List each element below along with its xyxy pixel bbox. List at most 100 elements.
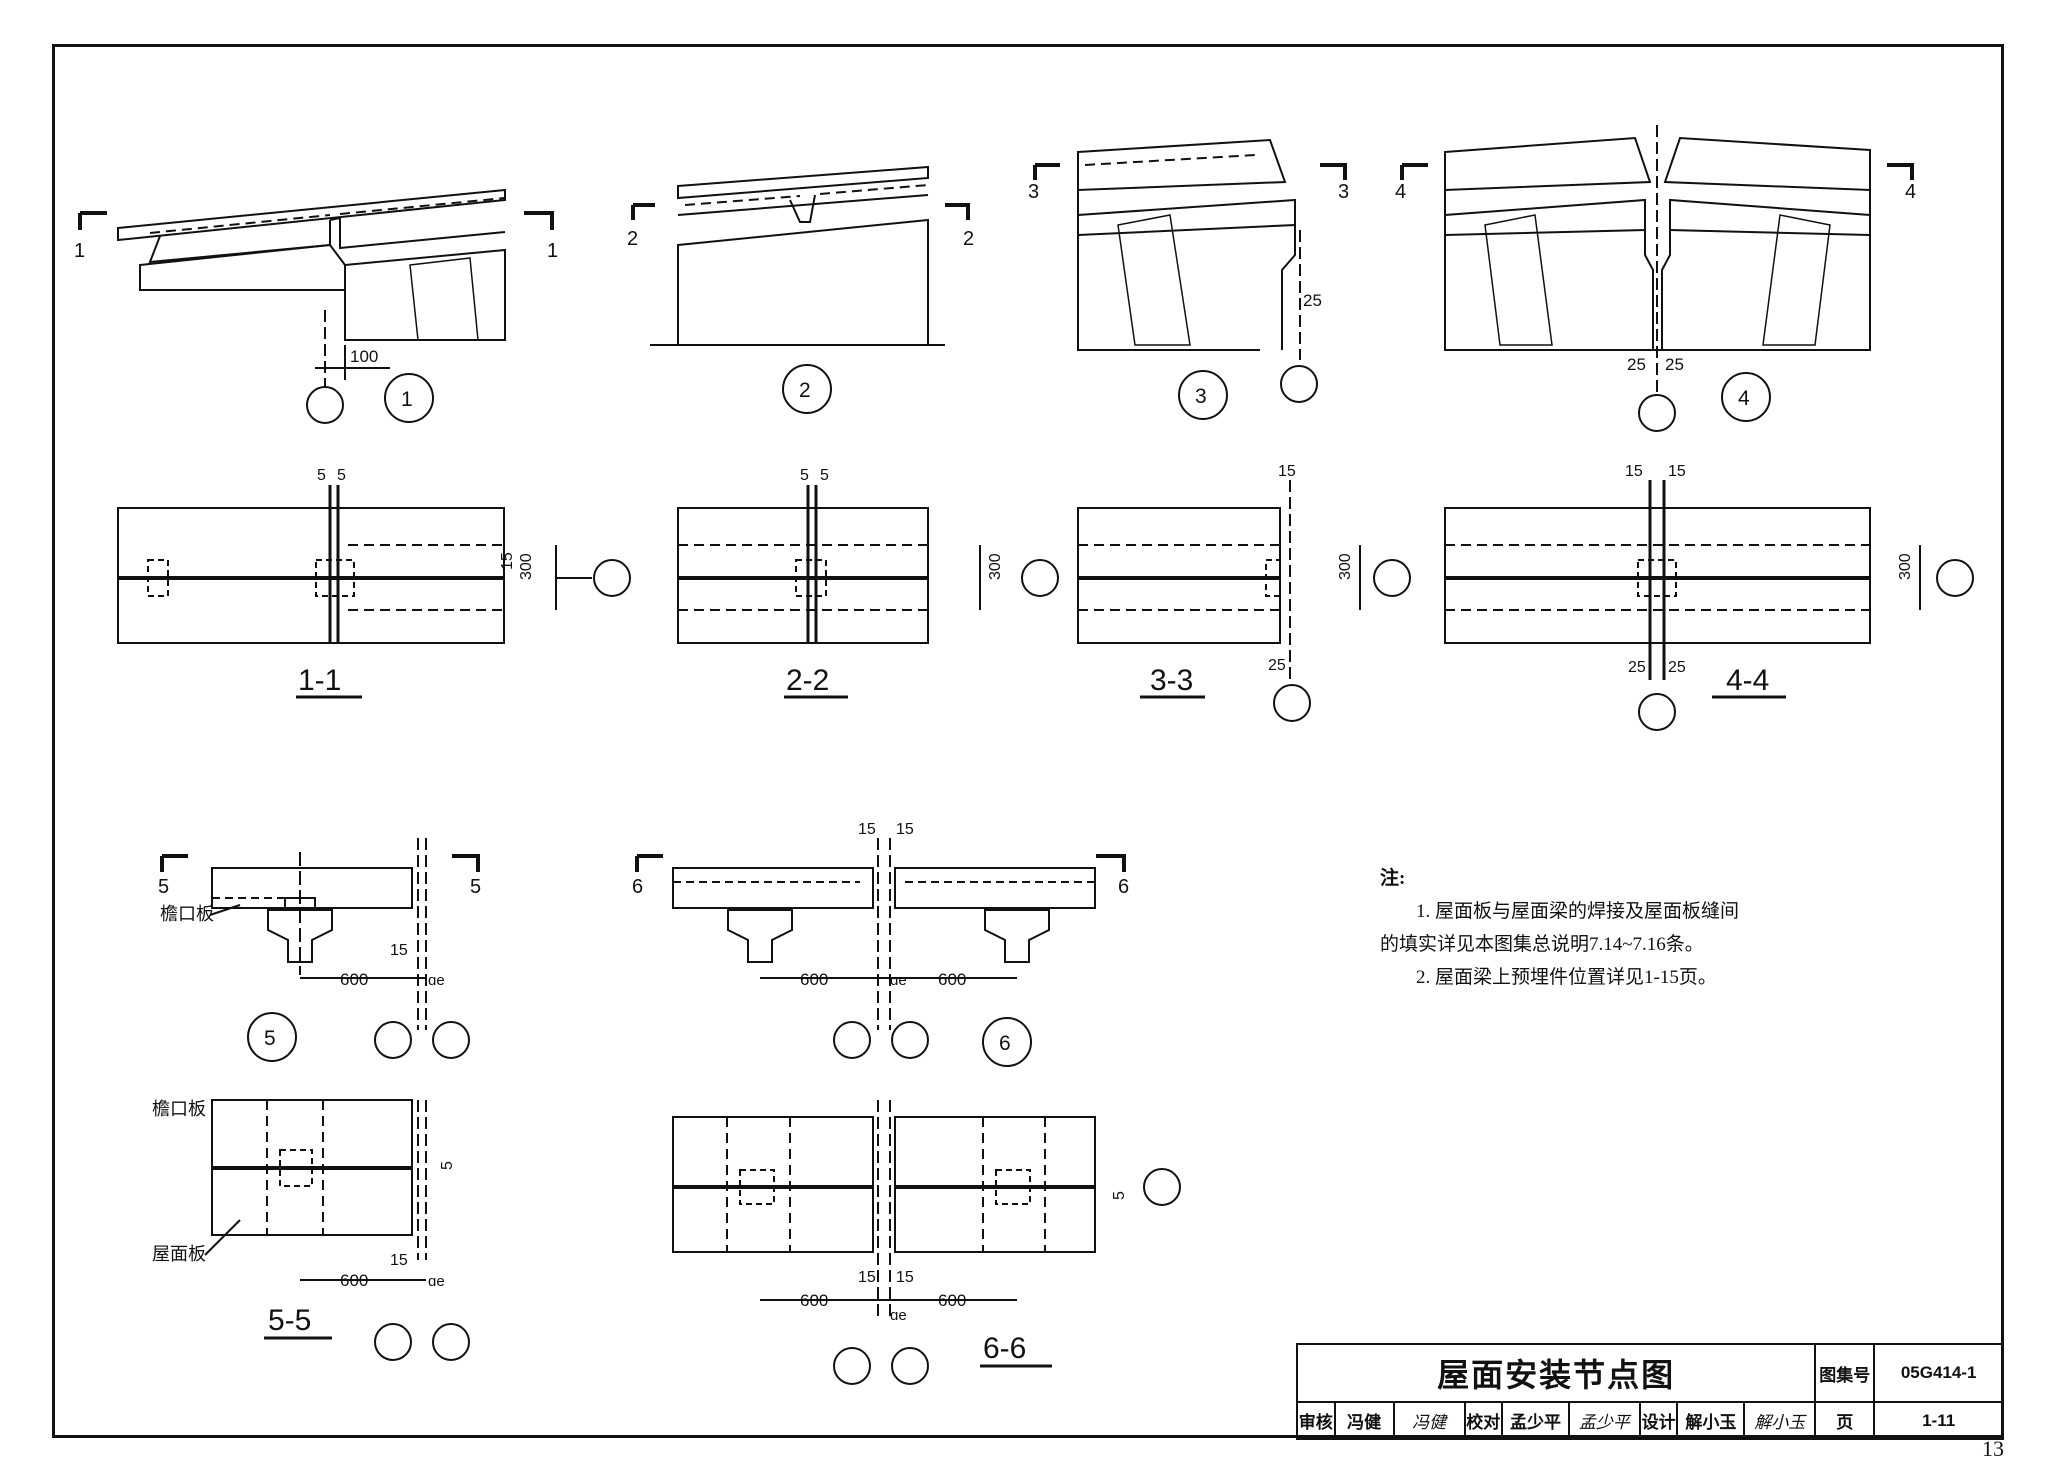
dim-600-b: 600 bbox=[340, 1271, 368, 1290]
reviewer-name: 冯健 bbox=[1333, 1401, 1395, 1440]
detail-circle-2: 2 bbox=[799, 379, 811, 402]
dim-600-f: 600 bbox=[938, 1291, 966, 1310]
cut-mark-4-right: 4 bbox=[1905, 181, 1916, 203]
dim-25-d4-left: 25 bbox=[1627, 355, 1646, 374]
dim-600-a: 600 bbox=[340, 970, 368, 989]
drawing-title: 屋面安装节点图 bbox=[1295, 1343, 1817, 1403]
dim-ae-c: ɑe bbox=[890, 972, 907, 989]
note-1: 1. 屋面板与屋面梁的焊接及屋面板缝间 bbox=[1416, 901, 1740, 922]
designer-name: 解小玉 bbox=[1676, 1401, 1746, 1440]
detail-5-elevation: 5 5 檐口板 15 600 ɑe 5 bbox=[158, 838, 481, 1062]
dim-300-a: 300 bbox=[518, 553, 535, 580]
dim-25-p4a: 25 bbox=[1628, 659, 1646, 676]
designer-signature: 解小玉 bbox=[1743, 1401, 1817, 1440]
detail-1-elevation: 1 1 100 1 bbox=[74, 188, 558, 424]
design-label: 设计 bbox=[1638, 1401, 1679, 1440]
dim-600-d: 600 bbox=[938, 970, 966, 989]
dim-15-b: 15 bbox=[1278, 463, 1296, 480]
notes-block: 注: 1. 屋面板与屋面梁的焊接及屋面板缝间 的填实详见本图集总说明7.14~7… bbox=[1380, 862, 1900, 994]
dim-300-d: 300 bbox=[1897, 553, 1914, 580]
cut-mark-3-left: 3 bbox=[1028, 181, 1039, 203]
detail-6-elevation: 6 6 15 15 600 ɑe 600 6 bbox=[632, 821, 1129, 1067]
detail-2-elevation: 2 2 2 bbox=[627, 165, 974, 414]
section-label-1-1: 1-1 bbox=[298, 664, 341, 697]
cut-mark-6-right: 6 bbox=[1118, 876, 1129, 898]
detail-circle-6: 6 bbox=[999, 1032, 1011, 1055]
check-label: 校对 bbox=[1463, 1401, 1504, 1440]
dim-15-e: 15 bbox=[390, 942, 408, 959]
dim-15-a: 15 bbox=[499, 552, 516, 570]
cut-mark-5-left: 5 bbox=[158, 876, 169, 898]
section-3-3-plan: 15 300 25 3-3 bbox=[1077, 463, 1411, 722]
notes-title: 注: bbox=[1380, 868, 1406, 889]
dim-25-p3: 25 bbox=[1268, 657, 1286, 674]
dim-25-p4b: 25 bbox=[1668, 659, 1686, 676]
title-block: 屋面安装节点图 图集号 05G414-1 审核 冯健 冯健 校对 孟少平 孟少平… bbox=[1295, 1343, 2004, 1440]
section-label-6-6: 6-6 bbox=[983, 1332, 1026, 1365]
dim-15-h: 15 bbox=[896, 821, 914, 838]
section-label-3-3: 3-3 bbox=[1150, 664, 1193, 697]
detail-4-elevation: 4 4 25 25 4 bbox=[1395, 125, 1916, 432]
cut-mark-2-right: 2 bbox=[963, 228, 974, 250]
dim-600-c: 600 bbox=[800, 970, 828, 989]
review-label: 审核 bbox=[1296, 1401, 1336, 1440]
section-label-5-5: 5-5 bbox=[268, 1304, 311, 1337]
detail-circle-3: 3 bbox=[1195, 385, 1207, 408]
dim-15-g: 15 bbox=[858, 821, 876, 838]
dim-15-j: 15 bbox=[896, 1269, 914, 1286]
note-1-continued: 的填实详见本图集总说明7.14~7.16条。 bbox=[1380, 934, 1704, 955]
cut-mark-2-left: 2 bbox=[627, 228, 638, 250]
cut-mark-3-right: 3 bbox=[1338, 181, 1349, 203]
section-1-1-plan: 5 5 300 15 1-1 bbox=[117, 467, 631, 699]
cut-mark-1-right: 1 bbox=[547, 240, 558, 262]
dim-600-e: 600 bbox=[800, 1291, 828, 1310]
dim-ae-a: ɑe bbox=[428, 972, 445, 989]
atlas-number: 05G414-1 bbox=[1873, 1343, 2004, 1403]
cut-mark-6-left: 6 bbox=[632, 876, 643, 898]
dim-15-d: 15 bbox=[1668, 463, 1686, 480]
dim-300-b: 300 bbox=[987, 553, 1004, 580]
page-ref: 1-11 bbox=[1873, 1401, 2004, 1440]
atlas-label: 图集号 bbox=[1814, 1343, 1876, 1403]
section-label-4-4: 4-4 bbox=[1726, 664, 1769, 697]
section-2-2-plan: 5 5 300 2-2 bbox=[677, 467, 1059, 699]
section-5-5-plan: 5 檐口板 屋面板 15 600 ɑe 5-5 bbox=[152, 1099, 470, 1361]
section-6-6-plan: 5 15 15 600 ɑe 600 6-6 bbox=[672, 1100, 1181, 1385]
dim-25-d3: 25 bbox=[1303, 291, 1322, 310]
dim-15-i: 15 bbox=[858, 1269, 876, 1286]
checker-signature: 孟少平 bbox=[1568, 1401, 1641, 1440]
dim-300-c: 300 bbox=[1337, 553, 1354, 580]
section-label-2-2: 2-2 bbox=[786, 664, 829, 697]
section-4-4-plan: 15 15 300 25 25 4-4 bbox=[1444, 463, 1974, 731]
cut-mark-4-left: 4 bbox=[1395, 181, 1406, 203]
note-2: 2. 屋面梁上预埋件位置详见1-15页。 bbox=[1416, 967, 1717, 988]
detail-circle-1: 1 bbox=[401, 388, 413, 411]
detail-circle-5: 5 bbox=[264, 1027, 276, 1050]
dim-ae-d: ɑe bbox=[890, 1307, 907, 1324]
dim-5-b: 5 bbox=[337, 467, 346, 484]
dim-ae-b: ɑe bbox=[428, 1273, 445, 1290]
reviewer-signature: 冯健 bbox=[1392, 1401, 1466, 1440]
dim-100: 100 bbox=[350, 347, 378, 366]
dim-5-f: 5 bbox=[1111, 1191, 1128, 1200]
label-roof-board: 屋面板 bbox=[152, 1244, 206, 1264]
cut-mark-1-left: 1 bbox=[74, 240, 85, 262]
cut-mark-5-right: 5 bbox=[470, 876, 481, 898]
detail-3-elevation: 3 3 25 3 bbox=[1028, 138, 1349, 420]
sheet-number: 13 bbox=[1982, 1436, 2004, 1461]
dim-5-e: 5 bbox=[439, 1161, 456, 1170]
dim-5-c: 5 bbox=[800, 467, 809, 484]
dim-15-f: 15 bbox=[390, 1252, 408, 1269]
drawing-frame bbox=[52, 44, 2004, 1438]
dim-15-c: 15 bbox=[1625, 463, 1643, 480]
page-label: 页 bbox=[1814, 1401, 1876, 1440]
dim-5-a: 5 bbox=[317, 467, 326, 484]
dim-5-d: 5 bbox=[820, 467, 829, 484]
label-eave-board: 檐口板 bbox=[160, 904, 214, 924]
checker-name: 孟少平 bbox=[1501, 1401, 1570, 1440]
detail-circle-4: 4 bbox=[1738, 387, 1750, 410]
dim-25-d4-right: 25 bbox=[1665, 355, 1684, 374]
label-eave-board-2: 檐口板 bbox=[152, 1099, 206, 1119]
